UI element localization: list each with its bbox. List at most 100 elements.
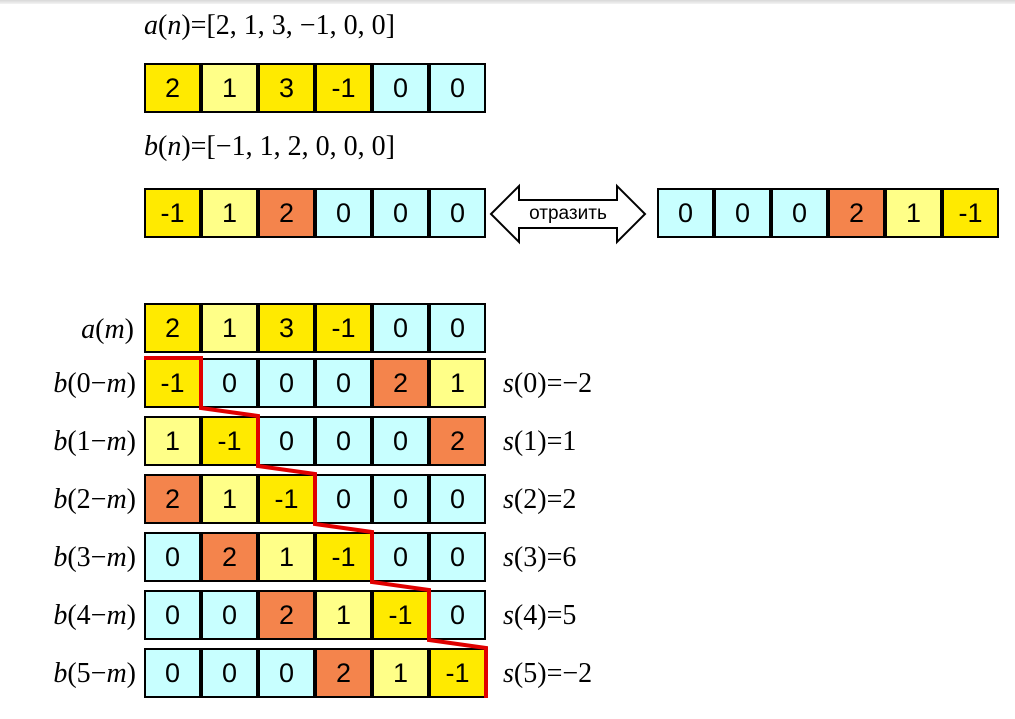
row-label-shift: 5 bbox=[76, 658, 91, 689]
sum-fn: s bbox=[503, 368, 514, 399]
sequence-cell: 0 bbox=[429, 303, 486, 353]
sum-arg: 3 bbox=[523, 542, 538, 573]
sequence-cell: 0 bbox=[429, 590, 486, 640]
sequence-cell: 1 bbox=[315, 590, 372, 640]
sum-value: =1 bbox=[546, 426, 577, 457]
sequence-cell: 0 bbox=[201, 590, 258, 640]
sequence-cell: -1 bbox=[258, 474, 315, 524]
sequence-cell: 1 bbox=[201, 188, 258, 238]
row-label-var: m bbox=[106, 658, 127, 689]
sequence-cell: -1 bbox=[315, 63, 372, 113]
sequence-cell: 0 bbox=[144, 648, 201, 698]
b-equation-arg: n bbox=[167, 131, 182, 162]
grid-header-arg: m bbox=[104, 314, 125, 345]
sequence-cell: 0 bbox=[201, 648, 258, 698]
sum-label: s(0)=−2 bbox=[503, 368, 593, 399]
a-equation-fn: a bbox=[144, 10, 158, 41]
sum-fn: s bbox=[503, 600, 514, 631]
b-equation-fn: b bbox=[144, 131, 158, 162]
sequence-cell: 0 bbox=[315, 416, 372, 466]
sum-value: =−2 bbox=[546, 368, 593, 399]
sum-label: s(4)=5 bbox=[503, 600, 577, 631]
sum-value: =−2 bbox=[546, 658, 593, 689]
sum-fn: s bbox=[503, 542, 514, 573]
row-label-fn: b bbox=[53, 368, 68, 399]
row-label-var: m bbox=[106, 542, 127, 573]
sequence-cell: 0 bbox=[429, 63, 486, 113]
sequence-cell: 3 bbox=[258, 303, 315, 353]
b-equation-values: =[−1, 1, 2, 0, 0, 0] bbox=[190, 131, 395, 162]
sequence-cell: 0 bbox=[771, 188, 828, 238]
sequence-cell: -1 bbox=[144, 358, 201, 408]
sequence-cell: -1 bbox=[144, 188, 201, 238]
sum-fn: s bbox=[503, 658, 514, 689]
sum-arg: 1 bbox=[523, 426, 538, 457]
sequence-cell: 2 bbox=[372, 358, 429, 408]
sequence-cell: 0 bbox=[429, 188, 486, 238]
sequence-cell: 0 bbox=[258, 358, 315, 408]
row-label-fn: b bbox=[53, 542, 68, 573]
reflect-label: отразить bbox=[529, 203, 607, 224]
sequence-cell: 0 bbox=[258, 648, 315, 698]
sequence-cell: 0 bbox=[372, 63, 429, 113]
sequence-cell: 0 bbox=[372, 532, 429, 582]
row-label-fn: b bbox=[53, 426, 68, 457]
sequence-cell: 0 bbox=[372, 188, 429, 238]
sum-label: s(1)=1 bbox=[503, 426, 577, 457]
a-equation-arg: n bbox=[167, 10, 182, 41]
sequence-cell: 0 bbox=[144, 590, 201, 640]
row-label-shift: 2 bbox=[76, 484, 91, 515]
row-label-fn: b bbox=[53, 658, 68, 689]
sequence-cell: 1 bbox=[258, 532, 315, 582]
sequence-cell: 2 bbox=[201, 532, 258, 582]
row-label-shift: 1 bbox=[76, 426, 91, 457]
sequence-cell: 2 bbox=[828, 188, 885, 238]
sum-label: s(2)=2 bbox=[503, 484, 577, 515]
sequence-cell: 1 bbox=[201, 474, 258, 524]
sequence-cell: 0 bbox=[144, 532, 201, 582]
sum-label: s(3)=6 bbox=[503, 542, 577, 573]
top-border bbox=[0, 0, 1015, 4]
sequence-cell: 0 bbox=[258, 416, 315, 466]
sequence-cell: 1 bbox=[201, 63, 258, 113]
row-label-shift: 3 bbox=[76, 542, 91, 573]
sequence-cell: -1 bbox=[942, 188, 999, 238]
sequence-cell: -1 bbox=[429, 648, 486, 698]
sequence-cell: 2 bbox=[429, 416, 486, 466]
sequence-cell: 2 bbox=[144, 474, 201, 524]
sequence-cell: 0 bbox=[315, 358, 372, 408]
row-label-shift: 0 bbox=[76, 368, 91, 399]
sequence-cell: 2 bbox=[258, 590, 315, 640]
sequence-cell: 1 bbox=[372, 648, 429, 698]
sequence-cell: 1 bbox=[201, 303, 258, 353]
sequence-cell: -1 bbox=[372, 590, 429, 640]
b-equation: b(n)=[−1, 1, 2, 0, 0, 0] bbox=[144, 131, 395, 162]
sum-value: =5 bbox=[546, 600, 577, 631]
grid-row-label: b(5−m) bbox=[53, 658, 136, 689]
grid-row-label: b(3−m) bbox=[53, 542, 136, 573]
sum-fn: s bbox=[503, 484, 514, 515]
sequence-cell: 2 bbox=[144, 303, 201, 353]
row-label-var: m bbox=[106, 484, 127, 515]
sequence-cell: 0 bbox=[657, 188, 714, 238]
sequence-cell: 0 bbox=[429, 532, 486, 582]
sequence-cell: 0 bbox=[429, 474, 486, 524]
sequence-cell: 2 bbox=[258, 188, 315, 238]
sequence-cell: 1 bbox=[429, 358, 486, 408]
row-label-var: m bbox=[106, 426, 127, 457]
sequence-cell: 3 bbox=[258, 63, 315, 113]
row-label-shift: 4 bbox=[76, 600, 91, 631]
sequence-cell: 0 bbox=[372, 474, 429, 524]
sum-arg: 2 bbox=[523, 484, 538, 515]
sequence-cell: 0 bbox=[315, 188, 372, 238]
sum-arg: 4 bbox=[523, 600, 538, 631]
sequence-cell: 2 bbox=[144, 63, 201, 113]
sum-value: =6 bbox=[546, 542, 577, 573]
sequence-cell: 1 bbox=[885, 188, 942, 238]
double-arrow-icon bbox=[489, 183, 647, 245]
sequence-cell: 2 bbox=[315, 648, 372, 698]
grid-row-label: b(2−m) bbox=[53, 484, 136, 515]
sum-arg: 5 bbox=[523, 658, 538, 689]
grid-header-label: a(m) bbox=[81, 314, 134, 345]
row-label-var: m bbox=[106, 368, 127, 399]
